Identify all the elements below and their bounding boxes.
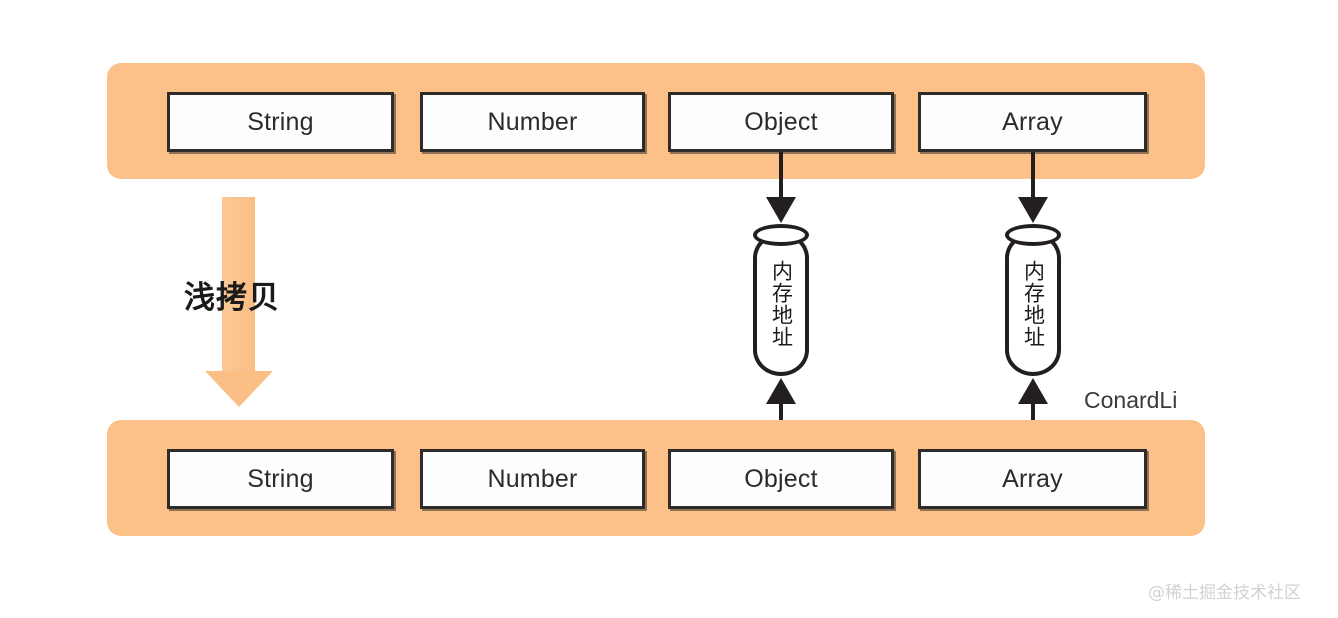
connector-source-object-to-memory (779, 152, 783, 200)
source-box-object-label: Object (744, 107, 818, 136)
source-box-string-label: String (247, 107, 314, 136)
arrowhead-source-array-down-icon (1018, 197, 1048, 223)
source-box-object: Object (668, 92, 894, 152)
site-watermark: @稀土掘金技术社区 (1148, 583, 1301, 603)
source-box-string: String (167, 92, 394, 152)
connector-source-array-to-memory (1031, 152, 1035, 200)
source-box-array: Array (918, 92, 1147, 152)
memory-address-cylinder-array: 内存地址 (1005, 224, 1061, 376)
copy-box-number-label: Number (487, 464, 578, 493)
arrowhead-copy-object-up-icon (766, 378, 796, 404)
copy-box-array-label: Array (1002, 464, 1063, 493)
memory-address-label-object: 内存地址 (769, 260, 794, 348)
cylinder-label-wrapper: 内存地址 (1005, 232, 1061, 376)
copy-box-object: Object (668, 449, 894, 509)
author-credit: ConardLi (1084, 387, 1178, 413)
source-box-number: Number (420, 92, 645, 152)
memory-address-cylinder-object: 内存地址 (753, 224, 809, 376)
arrowhead-source-object-down-icon (766, 197, 796, 223)
shallow-copy-arrow-shaft (222, 197, 255, 373)
copy-box-string: String (167, 449, 394, 509)
cylinder-top-ellipse (753, 224, 809, 246)
copy-box-number: Number (420, 449, 645, 509)
copy-box-object-label: Object (744, 464, 818, 493)
copy-box-array: Array (918, 449, 1147, 509)
memory-address-label-array: 内存地址 (1021, 260, 1046, 348)
cylinder-label-wrapper: 内存地址 (753, 232, 809, 376)
cylinder-body (753, 232, 809, 376)
cylinder-top-ellipse (1005, 224, 1061, 246)
shallow-copy-arrow-head-icon (205, 371, 273, 407)
arrowhead-copy-array-up-icon (1018, 378, 1048, 404)
copy-box-string-label: String (247, 464, 314, 493)
source-box-number-label: Number (487, 107, 578, 136)
shallow-copy-label: 浅拷贝 (184, 280, 280, 316)
source-box-array-label: Array (1002, 107, 1063, 136)
